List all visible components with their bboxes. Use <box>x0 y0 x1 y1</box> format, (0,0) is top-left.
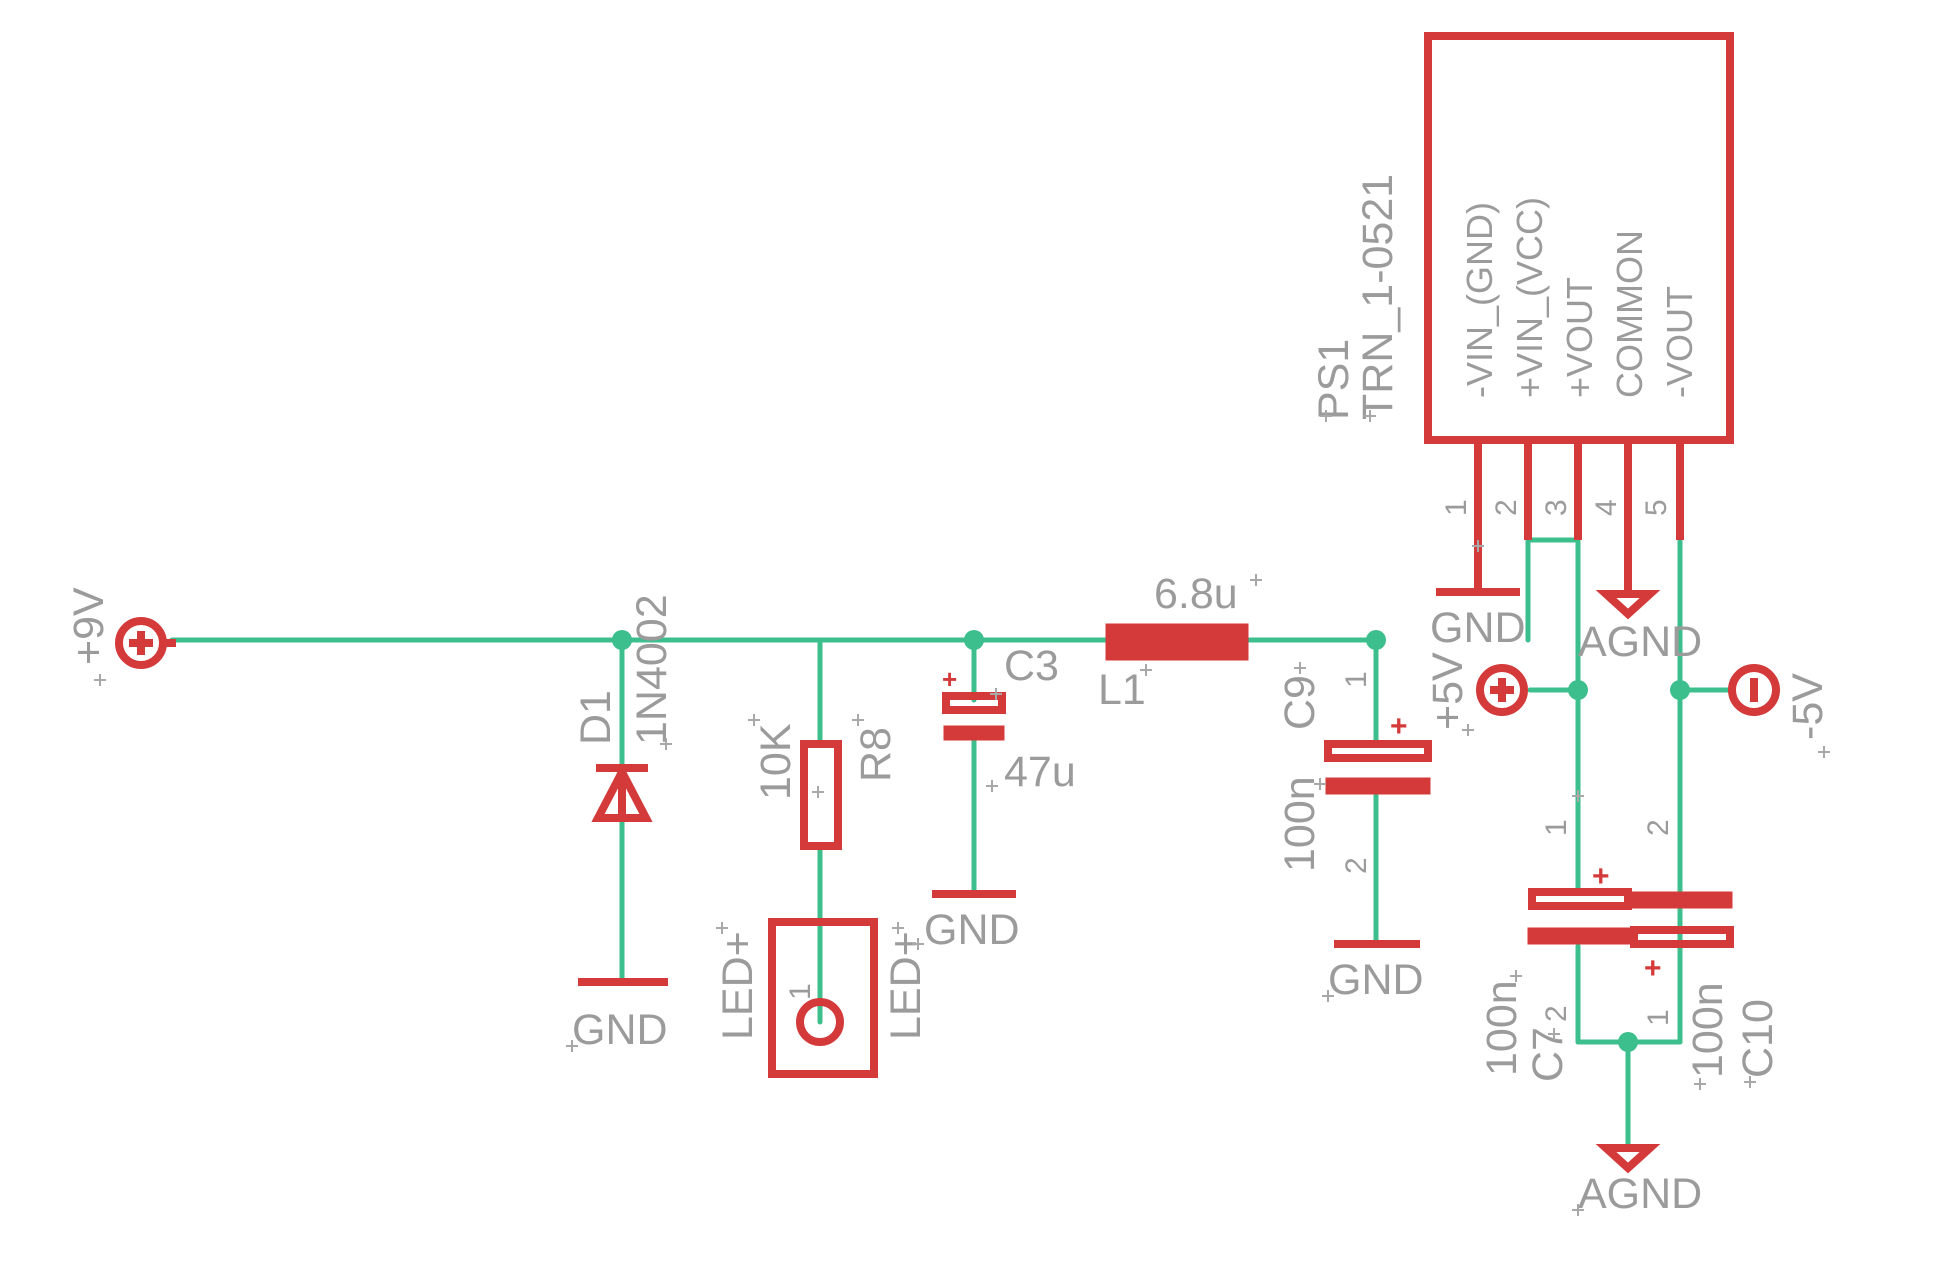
svg-text:+: + <box>942 664 957 694</box>
d1-value-label: 1N4002 <box>628 594 676 745</box>
minus5v-label: -5V <box>1784 673 1832 740</box>
origin-markers <box>94 410 1830 1216</box>
led-pin-number: 1 <box>784 983 817 1000</box>
led-connector-box <box>768 918 878 1078</box>
gnd-c3-label: GND <box>924 906 1020 954</box>
capacitor-c10: + 2 1 100n C10 <box>1630 819 1782 1078</box>
l1-name-label: L1 <box>1098 666 1146 714</box>
agnd-bottom-icon <box>1595 1144 1661 1174</box>
ps1-pin3-number: 3 <box>1540 499 1573 516</box>
c10-name-label: C10 <box>1734 999 1782 1078</box>
led-name-label-left: LED+ <box>714 931 762 1040</box>
plus5v-label: +5V <box>1424 652 1472 730</box>
c9-pin1: 1 <box>1340 671 1373 688</box>
junction-plus5v <box>1568 680 1588 700</box>
junction-c3 <box>964 630 984 650</box>
ps1-pin5-name: -VOUT <box>1659 286 1700 398</box>
capacitor-c7: + 1 2 100n C7 <box>1478 819 1633 1082</box>
ps1-pin1-number: 1 <box>1440 499 1473 516</box>
minus5v-terminal-icon <box>1728 664 1780 716</box>
d1-name-label: D1 <box>572 690 620 745</box>
c9-value-label: 100n <box>1276 776 1324 872</box>
ps1-pin2-name: +VIN_(VCC) <box>1509 197 1550 398</box>
svg-text:+: + <box>1390 710 1408 743</box>
plus5v-supply: +5V <box>1424 652 1528 730</box>
c10-plate-negative <box>1631 891 1733 909</box>
c9-plate-positive <box>1324 740 1432 762</box>
led-connector: 1 LED+ LED+ <box>714 918 930 1078</box>
inductor-icon <box>1105 623 1249 661</box>
c7-pin1: 1 <box>1540 819 1573 836</box>
c7-plate-positive <box>1528 888 1632 910</box>
c7-plate-negative <box>1527 927 1633 945</box>
junctions <box>612 630 1690 1052</box>
junction-minus5v <box>1670 680 1690 700</box>
agnd-ps1-icon <box>1595 590 1661 620</box>
resistor-r8: 10K R8 <box>752 723 900 850</box>
gnd-d1-label: GND <box>572 1006 668 1054</box>
junction-c9 <box>1366 630 1386 650</box>
plus9v-supply: +9V <box>65 587 176 669</box>
junction-d1 <box>612 630 632 650</box>
c3-plate-positive <box>942 692 1006 714</box>
r8-value-label: 10K <box>752 723 800 800</box>
c3-value-label: 47u <box>1004 748 1076 796</box>
capacitor-c3: + C3 47u <box>942 642 1076 796</box>
ground-symbols: GND GND GND GND AGND AGND <box>572 588 1702 1218</box>
gnd-ps1-label: GND <box>1430 604 1526 652</box>
ps1-value-label: TRN_1-0521 <box>1354 174 1402 420</box>
inductor-l1: 6.8u L1 <box>1098 570 1249 714</box>
ps1-pin1-name: -VIN_(GND) <box>1459 202 1500 398</box>
ps1-pin5-number: 5 <box>1640 499 1673 516</box>
c9-name-label: C9 <box>1276 675 1324 730</box>
module-ps1: -VIN_(GND) +VIN_(VCC) +VOUT COMMON -VOUT… <box>1310 32 1734 594</box>
c9-plate-negative <box>1325 777 1431 795</box>
svg-text:+: + <box>1644 952 1662 985</box>
c7-name-label: C7 <box>1524 1027 1572 1082</box>
gnd-c9-label: GND <box>1328 956 1424 1004</box>
ps1-name-label: PS1 <box>1310 339 1358 420</box>
agnd-bottom-label: AGND <box>1578 1170 1702 1218</box>
l1-value-label: 6.8u <box>1154 570 1238 618</box>
c10-pin1: 1 <box>1642 1009 1675 1026</box>
c10-pin2: 2 <box>1642 819 1675 836</box>
agnd-ps1-label: AGND <box>1578 618 1702 666</box>
minus5v-supply: -5V <box>1728 664 1832 740</box>
c9-pin2: 2 <box>1340 857 1373 874</box>
ps1-pin4-name: COMMON <box>1609 230 1650 398</box>
c10-plate-positive <box>1630 926 1734 948</box>
ps1-pin2-number: 2 <box>1490 499 1523 516</box>
plus9v-label: +9V <box>65 587 113 665</box>
led-pad-icon <box>796 998 844 1046</box>
ps1-pin3-name: +VOUT <box>1559 277 1600 398</box>
svg-text:+: + <box>1592 860 1610 893</box>
led-name-label-right: LED+ <box>882 931 930 1040</box>
capacitor-c9: + 1 2 C9 100n <box>1276 671 1432 874</box>
c7-pin2: 2 <box>1540 1005 1573 1022</box>
junction-agnd <box>1618 1032 1638 1052</box>
c7-value-label: 100n <box>1478 980 1526 1076</box>
c3-plate-negative <box>943 725 1005 741</box>
resistor-icon <box>800 740 842 850</box>
r8-name-label: R8 <box>852 727 900 782</box>
diode-d1: D1 1N4002 <box>572 594 676 822</box>
c3-name-label: C3 <box>1004 642 1059 690</box>
ps1-pin4-number: 4 <box>1590 499 1623 516</box>
plus5v-terminal-icon <box>1476 664 1528 716</box>
c10-value-label: 100n <box>1684 982 1732 1078</box>
